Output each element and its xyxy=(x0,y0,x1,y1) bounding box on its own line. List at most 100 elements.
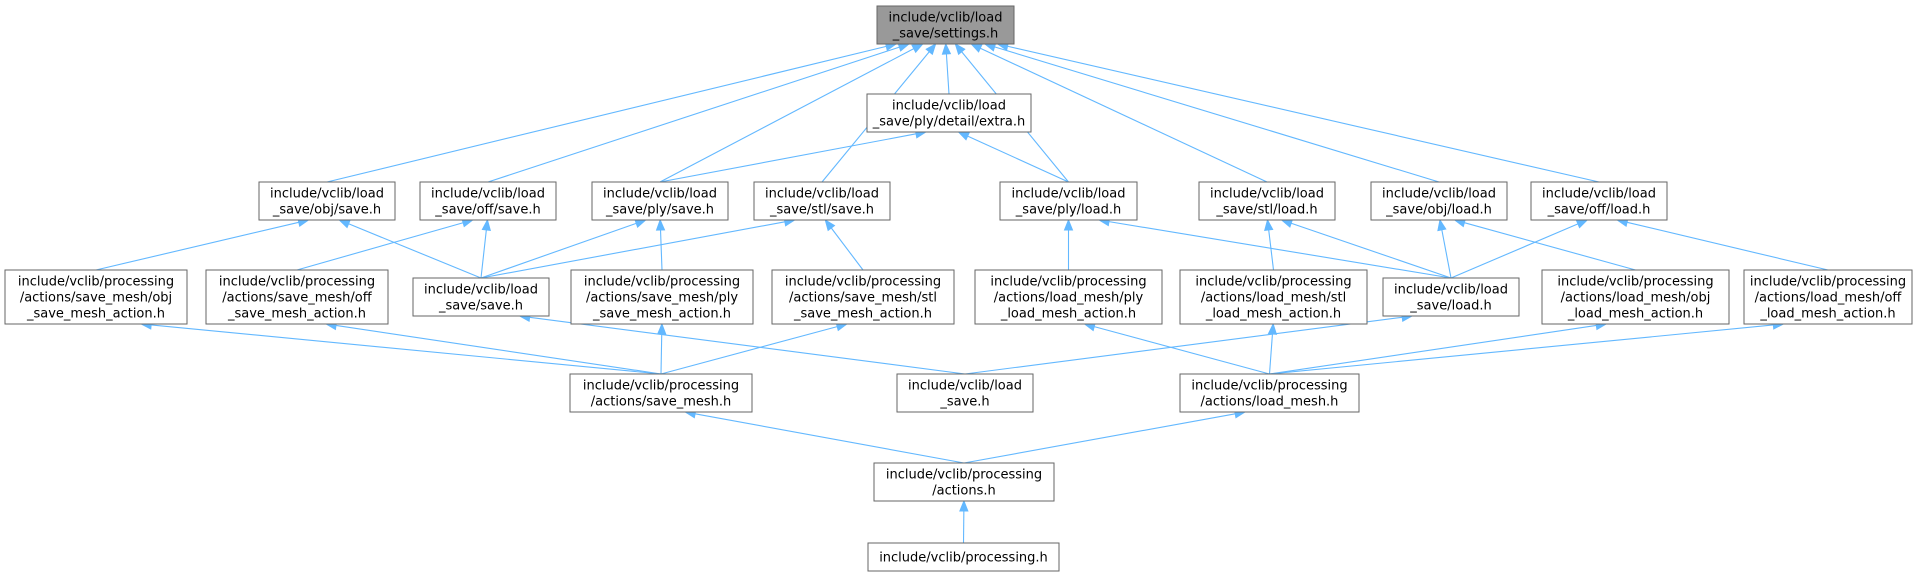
file-node-label-line: include/vclib/processing xyxy=(1191,379,1347,394)
edge-line xyxy=(348,223,482,279)
file-node-sm-obj[interactable]: include/vclib/processing/actions/save_me… xyxy=(4,269,188,325)
file-node-load-save[interactable]: include/vclib/load_save.h xyxy=(896,373,1034,413)
file-node-label-line: include/vclib/load xyxy=(892,99,1006,114)
file-node-label-line: _save/obj/load.h xyxy=(1385,203,1492,218)
file-node-extra[interactable]: include/vclib/load_save/ply/detail/extra… xyxy=(866,93,1032,133)
file-node-box xyxy=(873,462,1055,502)
file-node-lm-obj[interactable]: include/vclib/processing/actions/load_me… xyxy=(1541,269,1730,325)
edge-arrowhead xyxy=(1267,322,1278,335)
edge-arrowhead xyxy=(959,499,969,512)
file-node-box xyxy=(876,5,1015,45)
edge-arrowhead xyxy=(954,42,966,56)
file-node-ply-save[interactable]: include/vclib/load_save/ply/save.h xyxy=(591,181,729,221)
edge-line xyxy=(335,324,662,375)
file-node-label-line: include/vclib/processing xyxy=(1750,275,1906,290)
edge-line xyxy=(487,46,900,183)
edge-off-load-to-settings xyxy=(996,41,1600,183)
file-node-label-line: _save_mesh_action.h xyxy=(592,307,731,322)
edge-line xyxy=(659,133,917,183)
edge-line xyxy=(980,47,1268,183)
edge-processing-to-actions xyxy=(959,499,969,544)
file-node-box xyxy=(205,269,389,325)
file-node-box xyxy=(258,181,396,221)
file-node-sm-stl[interactable]: include/vclib/processing/actions/save_me… xyxy=(771,269,955,325)
file-node-box xyxy=(419,181,557,221)
edge-line xyxy=(659,48,915,183)
file-node-load-h[interactable]: include/vclib/load_save/load.h xyxy=(1382,277,1520,317)
file-node-obj-load[interactable]: include/vclib/load_save/obj/load.h xyxy=(1370,181,1508,221)
file-node-lm-off[interactable]: include/vclib/processing/actions/load_me… xyxy=(1743,269,1913,325)
edge-save-h-to-obj-save xyxy=(338,219,482,279)
file-node-save-mesh[interactable]: include/vclib/processing/actions/save_me… xyxy=(569,373,753,413)
file-node-label-line: /actions/save_mesh/obj xyxy=(20,291,172,306)
file-node-label-line: /actions/load_mesh/ply xyxy=(994,291,1144,306)
file-node-label-line: include/vclib/processing xyxy=(785,275,941,290)
edge-arrowhead xyxy=(1280,218,1294,228)
file-node-lm-stl[interactable]: include/vclib/processing/actions/load_me… xyxy=(1179,269,1368,325)
file-node-label-line: _save/ply/save.h xyxy=(605,203,714,218)
file-node-label-line: /actions/save_mesh.h xyxy=(591,395,732,410)
file-node-label-line: _save/obj/save.h xyxy=(272,203,381,218)
file-node-load-mesh[interactable]: include/vclib/processing/actions/load_me… xyxy=(1179,373,1360,413)
file-node-label-line: include/vclib/processing xyxy=(990,275,1146,290)
edge-extra-to-settings xyxy=(941,42,952,95)
edge-ply-save-to-extra xyxy=(659,129,928,183)
file-node-label-line: include/vclib/load xyxy=(1012,187,1126,202)
edge-arrowhead xyxy=(925,42,937,56)
edge-arrowhead xyxy=(969,43,983,53)
file-node-box xyxy=(1198,181,1336,221)
file-node-off-save[interactable]: include/vclib/load_save/off/save.h xyxy=(419,181,557,221)
file-node-box xyxy=(569,373,753,413)
file-node-box xyxy=(1179,269,1368,325)
file-node-label-line: include/vclib/processing xyxy=(1195,275,1351,290)
file-node-ply-load[interactable]: include/vclib/load_save/ply/load.h xyxy=(999,181,1138,221)
file-node-label-line: include/vclib/processing.h xyxy=(879,551,1048,566)
edge-line xyxy=(480,222,637,279)
edge-ply-load-to-extra xyxy=(957,131,1069,183)
file-node-box xyxy=(999,181,1138,221)
edge-off-save-to-settings xyxy=(487,42,911,183)
file-node-label-line: _save/load.h xyxy=(1409,299,1491,314)
file-node-box xyxy=(1382,277,1520,317)
edge-line xyxy=(529,316,966,375)
file-node-label-line: include/vclib/processing xyxy=(583,379,739,394)
edge-sm-off-to-off-save xyxy=(296,218,475,271)
file-node-label-line: _load_mesh_action.h xyxy=(1567,307,1703,322)
file-node-actions[interactable]: include/vclib/processing/actions.h xyxy=(873,462,1055,502)
file-node-label-line: /actions.h xyxy=(932,484,996,499)
edge-line xyxy=(95,221,299,271)
file-node-label-line: /actions/save_mesh/ply xyxy=(586,291,738,306)
file-node-off-load[interactable]: include/vclib/load_save/off/load.h xyxy=(1530,181,1668,221)
file-node-obj-save[interactable]: include/vclib/load_save/obj/save.h xyxy=(258,181,396,221)
edge-line xyxy=(830,227,864,271)
file-node-box xyxy=(1743,269,1913,325)
file-node-sm-off[interactable]: include/vclib/processing/actions/save_me… xyxy=(205,269,389,325)
file-node-sm-ply[interactable]: include/vclib/processing/actions/save_me… xyxy=(570,269,754,325)
file-node-label-line: /actions/save_mesh/stl xyxy=(789,291,937,306)
file-node-label-line: _save_mesh_action.h xyxy=(26,307,165,322)
file-node-label-line: _save.h xyxy=(939,395,989,410)
file-node-settings[interactable]: include/vclib/load_save/settings.h xyxy=(876,5,1015,45)
file-node-label-line: /actions/load_mesh/stl xyxy=(1201,291,1346,306)
file-node-save-h[interactable]: include/vclib/load_save/save.h xyxy=(412,277,550,317)
file-node-box xyxy=(412,277,550,317)
file-node-box xyxy=(771,269,955,325)
file-node-box xyxy=(974,269,1163,325)
file-node-box xyxy=(867,542,1060,572)
edge-lm-ply-to-ply-load xyxy=(1063,218,1074,270)
file-node-stl-load[interactable]: include/vclib/load_save/stl/load.h xyxy=(1198,181,1336,221)
file-node-processing[interactable]: include/vclib/processing.h xyxy=(867,542,1060,572)
file-node-label-line: _load_mesh_action.h xyxy=(1000,307,1136,322)
edge-line xyxy=(1441,229,1452,279)
file-node-label-line: /actions/load_mesh.h xyxy=(1201,395,1339,410)
file-node-stl-save[interactable]: include/vclib/load_save/stl/save.h xyxy=(753,181,891,221)
edge-line xyxy=(694,413,965,464)
edge-line xyxy=(326,45,887,183)
file-node-lm-ply[interactable]: include/vclib/processing/actions/load_me… xyxy=(974,269,1163,325)
file-node-box xyxy=(753,181,891,221)
edge-arrowhead xyxy=(824,218,836,232)
file-node-label-line: include/vclib/load xyxy=(1382,187,1496,202)
file-node-label-line: _save/off/load.h xyxy=(1547,203,1651,218)
file-node-label-line: _save/stl/save.h xyxy=(769,203,874,218)
file-node-box xyxy=(896,373,1034,413)
